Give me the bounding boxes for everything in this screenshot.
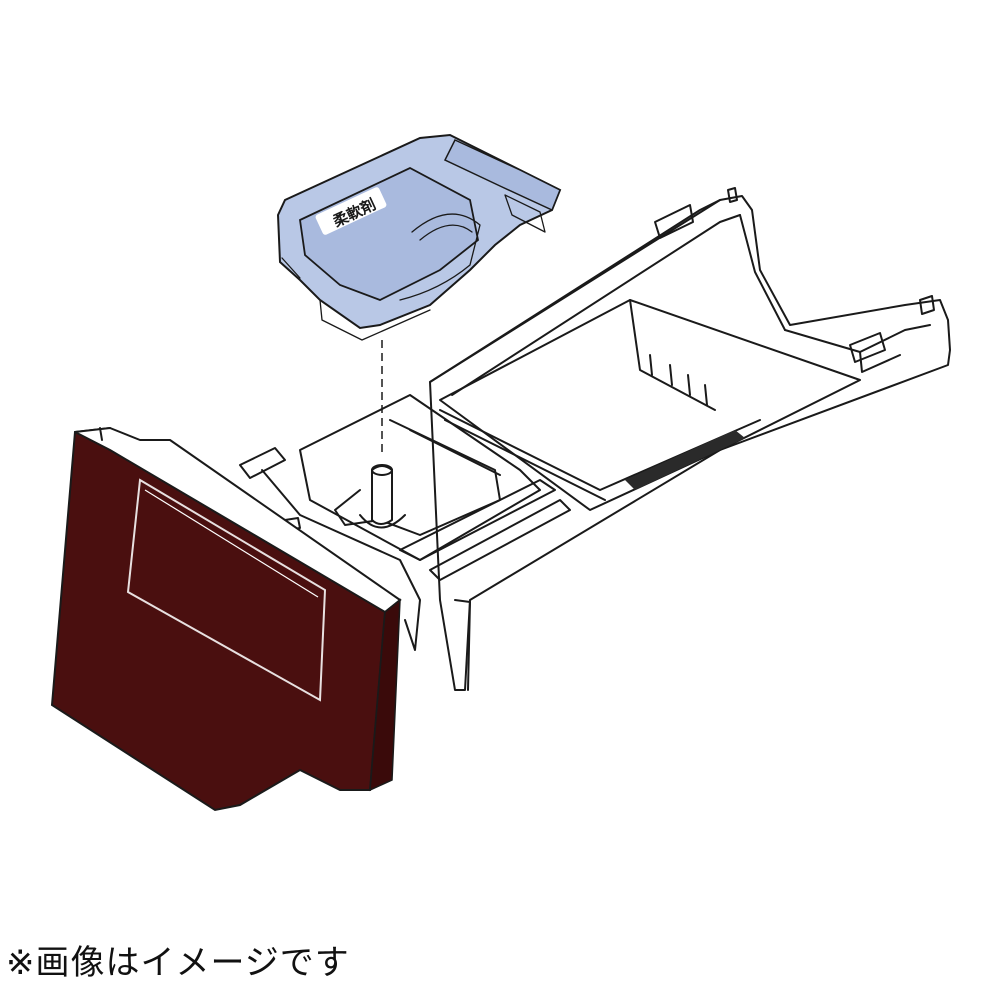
drawer-front-panel bbox=[50, 426, 402, 812]
drawer-tray bbox=[239, 187, 951, 691]
cup-label-stamp bbox=[315, 187, 387, 235]
softener-cup: 柔軟剤 bbox=[276, 133, 562, 341]
disclaimer-caption: ※画像はイメージです bbox=[6, 943, 350, 983]
